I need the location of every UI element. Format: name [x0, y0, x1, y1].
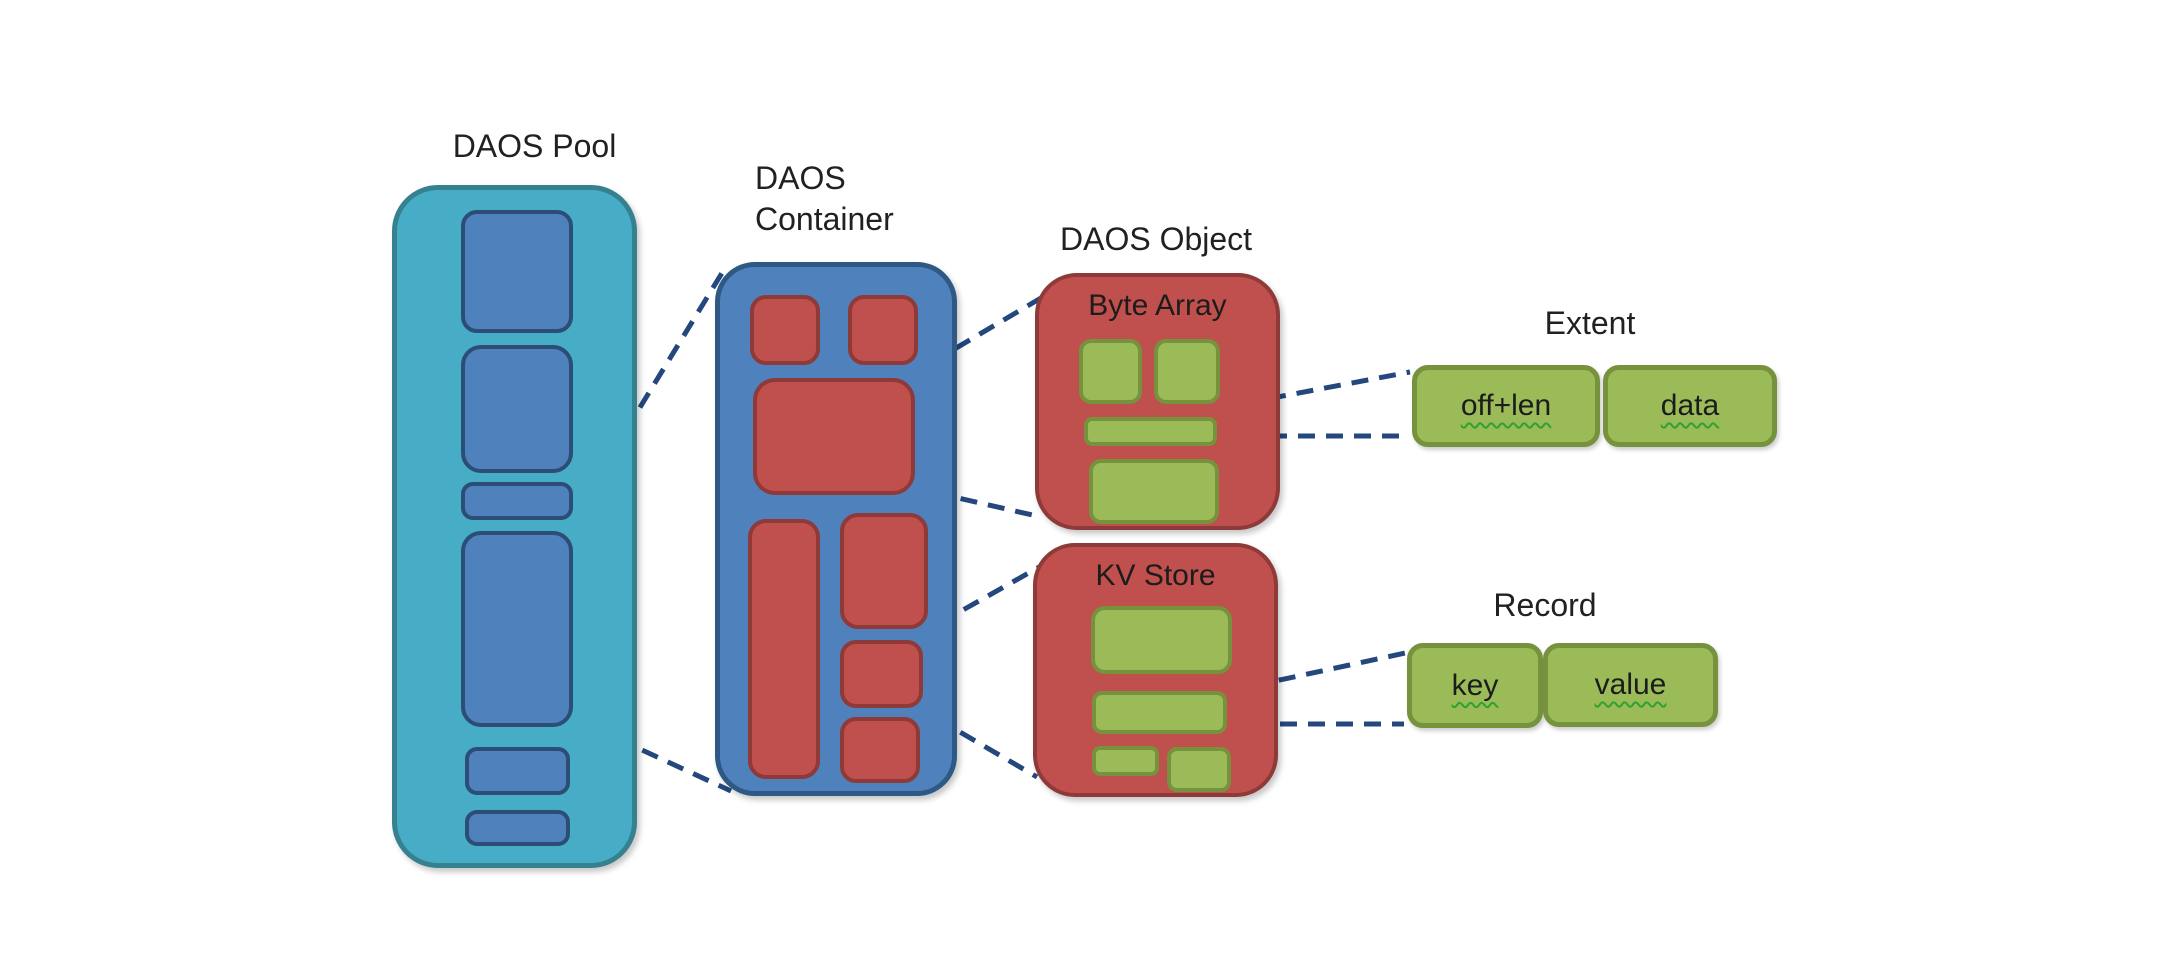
- pool-label: DAOS Pool: [452, 128, 617, 164]
- container-object-block: [750, 295, 820, 365]
- record-label: Record: [1493, 587, 1597, 623]
- container-object-block: [748, 519, 820, 779]
- container-object-block: [840, 640, 923, 708]
- extent-offlen-text: off+len: [1460, 389, 1552, 422]
- connector-pool-to-container-top: [564, 271, 725, 529]
- extent-offlen-box: off+len: [1412, 365, 1600, 447]
- byte-array-extent-cell: [1084, 417, 1217, 446]
- pool-block: [465, 810, 570, 846]
- connector-container-to-bytearray-bottom: [905, 483, 1042, 520]
- byte-array-title: Byte Array: [1088, 289, 1227, 322]
- kv-store-node: KV Store: [1033, 543, 1278, 797]
- daos-container-node: [715, 262, 957, 796]
- pool-block: [461, 210, 573, 333]
- kv-store-title: KV Store: [1095, 559, 1216, 592]
- kv-store-cell: [1167, 747, 1231, 792]
- extent-label: Extent: [1544, 305, 1636, 341]
- pool-block: [461, 482, 573, 520]
- byte-array-cell: [1079, 339, 1142, 404]
- kv-store-record-cell: [1092, 691, 1227, 734]
- kv-store-cell: [1092, 746, 1159, 776]
- record-value-text: value: [1594, 668, 1667, 701]
- connector-container-to-kvstore-top: [913, 563, 1043, 640]
- container-object-block: [753, 378, 915, 495]
- pool-block: [461, 345, 573, 473]
- container-object-block: [840, 717, 920, 783]
- container-label: DAOS Container: [755, 160, 894, 237]
- kv-store-cell: [1091, 606, 1232, 674]
- container-object-block: [840, 513, 928, 629]
- pool-block: [465, 747, 570, 795]
- record-key-box: key: [1407, 643, 1543, 728]
- byte-array-cell: [1154, 339, 1220, 404]
- pool-block: [461, 531, 573, 727]
- connector-container-to-kvstore-bottom: [910, 701, 1039, 780]
- daos-pool-node: [392, 185, 637, 868]
- byte-array-node: Byte Array: [1035, 273, 1280, 530]
- extent-data-box: data: [1603, 365, 1777, 447]
- object-label: DAOS Object: [1060, 221, 1253, 257]
- record-key-text: key: [1451, 668, 1499, 702]
- container-object-block: [848, 295, 918, 365]
- record-value-box: value: [1543, 643, 1718, 727]
- extent-data-text: data: [1660, 389, 1720, 422]
- byte-array-cell: [1089, 459, 1219, 524]
